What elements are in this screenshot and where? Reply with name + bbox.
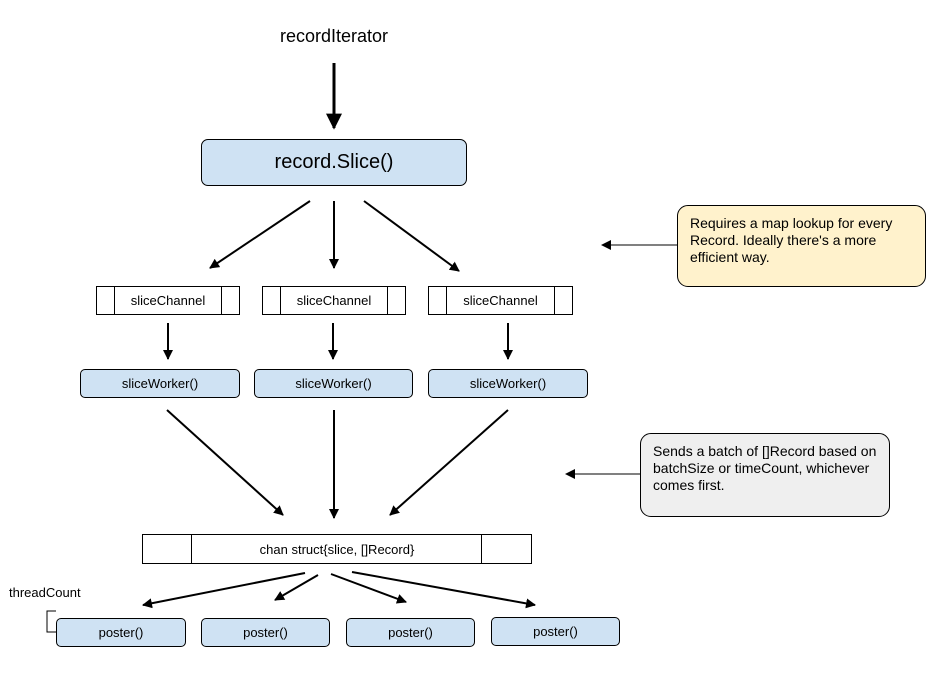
poster-2: poster() — [201, 618, 330, 647]
merge-channel-right-cap — [481, 535, 531, 563]
slice-channel-1-label: sliceChannel — [130, 293, 206, 308]
merge-channel-left-cap — [143, 535, 192, 563]
slice-channel-3: sliceChannel — [428, 286, 573, 315]
record-slice-node: record.Slice() — [201, 139, 467, 186]
note-batch: Sends a batch of []Record based on batch… — [640, 433, 890, 517]
poster-4: poster() — [491, 617, 620, 646]
edge-slice-to-channel-3 — [363, 200, 460, 272]
poster-3: poster() — [346, 618, 475, 647]
edge-merge-to-poster-3 — [330, 573, 407, 604]
slice-channel-2-right-cap — [387, 287, 405, 314]
slice-channel-2: sliceChannel — [262, 286, 406, 315]
edge-merge-to-poster-4 — [351, 571, 536, 609]
edge-worker-3-to-merge — [389, 409, 509, 516]
slice-channel-2-left-cap — [263, 287, 281, 314]
slice-channel-1-right-cap — [221, 287, 239, 314]
slice-channel-3-right-cap — [554, 287, 572, 314]
edge-slice-to-channel-1 — [209, 200, 311, 269]
slice-worker-3: sliceWorker() — [428, 369, 588, 398]
slice-worker-2: sliceWorker() — [254, 369, 413, 398]
slice-worker-1: sliceWorker() — [80, 369, 240, 398]
edge-merge-to-poster-1 — [142, 572, 306, 609]
thread-count-label: threadCount — [9, 585, 81, 600]
slice-channel-3-left-cap — [429, 287, 447, 314]
thread-count-bracket — [46, 610, 56, 633]
record-iterator-label: recordIterator — [279, 26, 389, 46]
poster-1: poster() — [56, 618, 186, 647]
note-map-lookup: Requires a map lookup for every Record. … — [677, 205, 926, 287]
edge-merge-to-poster-2 — [274, 574, 319, 601]
slice-channel-1-left-cap — [97, 287, 115, 314]
slice-channel-2-label: sliceChannel — [296, 293, 372, 308]
merge-channel-label: chan struct{slice, []Record} — [259, 541, 415, 557]
merge-channel: chan struct{slice, []Record} — [142, 534, 532, 564]
slice-channel-1: sliceChannel — [96, 286, 240, 315]
edge-worker-1-to-merge — [166, 409, 284, 516]
slice-channel-3-label: sliceChannel — [463, 293, 538, 308]
